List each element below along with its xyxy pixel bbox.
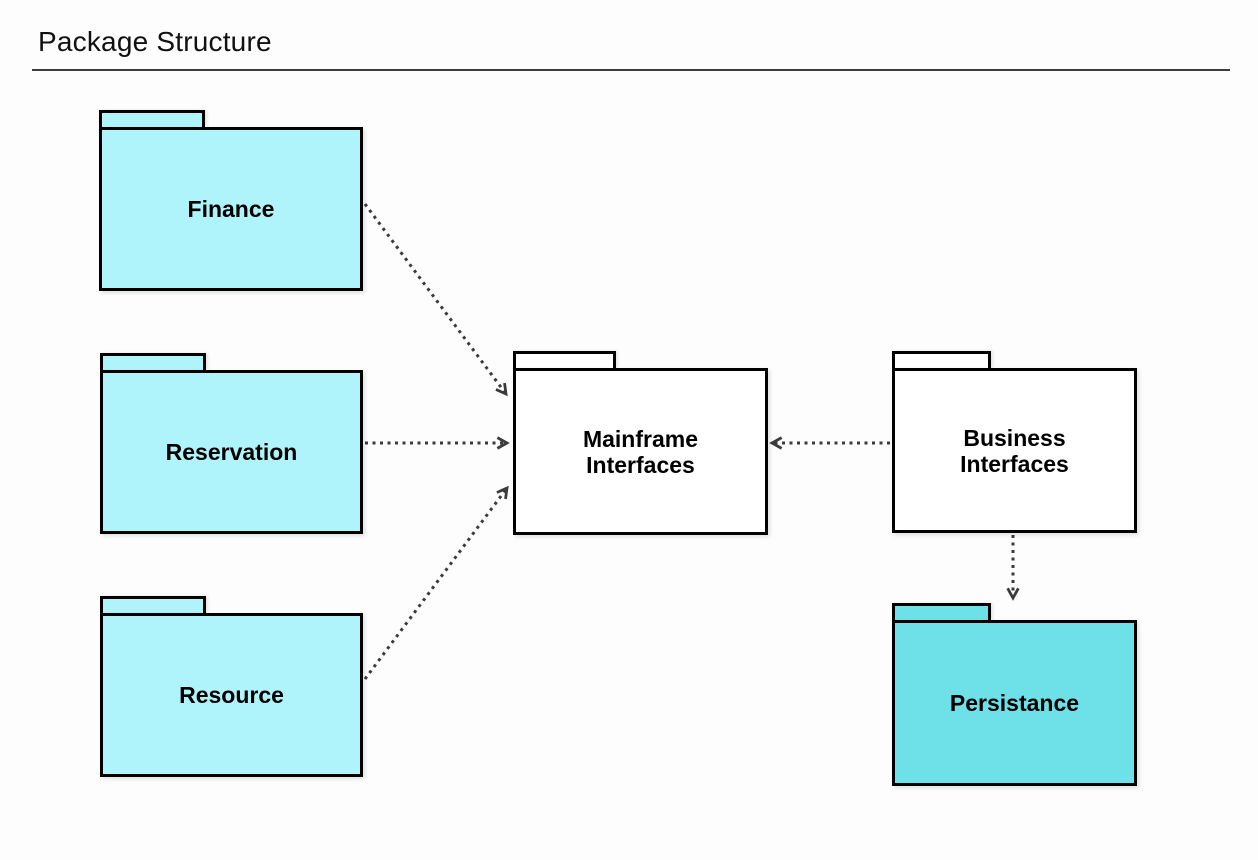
- package-mainframe-interfaces-tab: [513, 351, 616, 368]
- package-finance-body: Finance: [99, 127, 363, 291]
- package-reservation: Reservation: [100, 353, 363, 534]
- package-persistance-label: Persistance: [949, 690, 1080, 716]
- package-mainframe-interfaces-label: Mainframe Interfaces: [582, 425, 699, 478]
- package-business-interfaces-tab: [892, 351, 991, 368]
- package-mainframe-interfaces-body: Mainframe Interfaces: [513, 368, 768, 535]
- arrow-resource-to-mainframe: [363, 485, 509, 680]
- title-divider: [32, 69, 1230, 71]
- package-finance-tab: [99, 110, 205, 127]
- package-persistance-body: Persistance: [892, 620, 1137, 786]
- package-business-interfaces: Business Interfaces: [892, 351, 1137, 533]
- package-reservation-tab: [100, 353, 206, 370]
- package-business-interfaces-body: Business Interfaces: [892, 368, 1137, 533]
- page-title: Package Structure: [38, 26, 272, 57]
- package-resource-body: Resource: [100, 613, 363, 777]
- package-resource-label: Resource: [179, 682, 284, 708]
- arrow-finance-to-mainframe: [363, 203, 508, 397]
- package-resource-tab: [100, 596, 206, 613]
- package-persistance-tab: [892, 603, 991, 620]
- package-resource: Resource: [100, 596, 363, 777]
- package-finance: Finance: [99, 110, 363, 291]
- package-reservation-body: Reservation: [100, 370, 363, 534]
- package-mainframe-interfaces: Mainframe Interfaces: [513, 351, 768, 535]
- package-finance-label: Finance: [187, 196, 275, 222]
- package-business-interfaces-label: Business Interfaces: [960, 424, 1069, 477]
- package-reservation-label: Reservation: [165, 439, 298, 465]
- package-persistance: Persistance: [892, 603, 1137, 786]
